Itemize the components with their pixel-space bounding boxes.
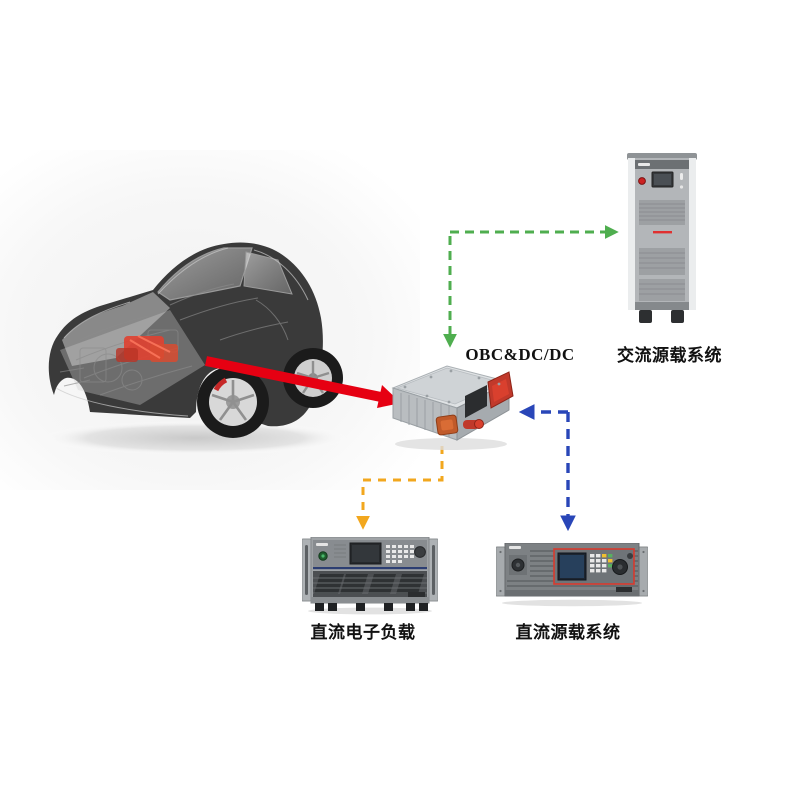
- car-xray-details: [59, 283, 289, 396]
- dc-source-bottom-strip: [505, 590, 639, 596]
- dc-load-shadow: [308, 607, 432, 615]
- dc-source-logo: [509, 546, 521, 549]
- dc-load-knob: [414, 546, 426, 558]
- dc-source-small-knob: [627, 553, 633, 559]
- obc-screws: [403, 369, 501, 404]
- cabinet-screen-glass: [654, 174, 671, 185]
- obc-hv-connector-right: [487, 371, 514, 409]
- dc-source-label: 直流源载系统: [515, 623, 621, 642]
- dc-load-panel-lines: [334, 544, 346, 558]
- ac-system-label: 交流源载系统: [617, 346, 722, 365]
- cabinet-left-pillar: [628, 158, 635, 310]
- dc-source-knob-center: [515, 562, 521, 568]
- obc-converter-box: [391, 365, 514, 450]
- obc-label: OBC&DC/DC: [465, 345, 575, 364]
- cabinet-base-strip: [635, 302, 689, 310]
- car-front-wheel: [197, 366, 269, 438]
- red-callout-arrow: [204, 356, 401, 408]
- car-ground-shadow: [40, 421, 350, 455]
- ac-source-load-cabinet: [627, 153, 697, 323]
- brand-logo: [638, 163, 650, 166]
- cabinet-vent-middle: [639, 248, 685, 275]
- connector-yellow-to-dc-load: [356, 446, 444, 530]
- dc-load-power-led: [321, 554, 325, 558]
- obc-shadow: [395, 438, 507, 450]
- dc-source-control-panel: [553, 548, 635, 585]
- dc-load-label: 直流电子负载: [310, 623, 416, 642]
- dc-source-load-instrument: [496, 543, 648, 607]
- dc-load-blue-trim: [313, 567, 427, 570]
- transparent-car-illustration: [40, 242, 350, 455]
- dc-load-feet: [315, 603, 428, 611]
- dc-load-rack-ears: [302, 538, 438, 602]
- obc-connector-front: [435, 414, 459, 436]
- obc-connector-small: [463, 419, 484, 429]
- obc-black-module: [465, 385, 487, 418]
- car-obc-highlight: [116, 335, 178, 362]
- dc-load-serial-tag: [408, 592, 425, 597]
- car-side-window: [243, 251, 293, 295]
- dc-source-display-glass: [560, 555, 584, 578]
- dc-load-bottom-rail: [311, 597, 429, 603]
- dc-load-display-glass: [352, 545, 379, 562]
- emergency-stop-button: [638, 177, 646, 185]
- cabinet-logo-strip: [635, 160, 689, 169]
- dc-source-keypad: [590, 554, 613, 573]
- cabinet-red-line: [653, 231, 672, 234]
- dc-electronic-load-instrument: [302, 537, 438, 615]
- cabinet-switch: [680, 173, 683, 180]
- cabinet-vent-lower: [639, 279, 685, 301]
- dc-source-nav-center: [617, 564, 623, 570]
- dc-load-keypad: [386, 545, 414, 563]
- cabinet-indicator: [679, 185, 684, 189]
- dc-load-logo: [316, 543, 328, 546]
- cabinet-right-pillar: [689, 158, 696, 310]
- car-frame-highlights: [55, 247, 309, 417]
- cabinet-casters: [639, 310, 684, 323]
- dc-source-shadow: [502, 599, 642, 607]
- dc-source-serial-tag: [616, 587, 632, 592]
- cabinet-vent-upper: [639, 200, 685, 225]
